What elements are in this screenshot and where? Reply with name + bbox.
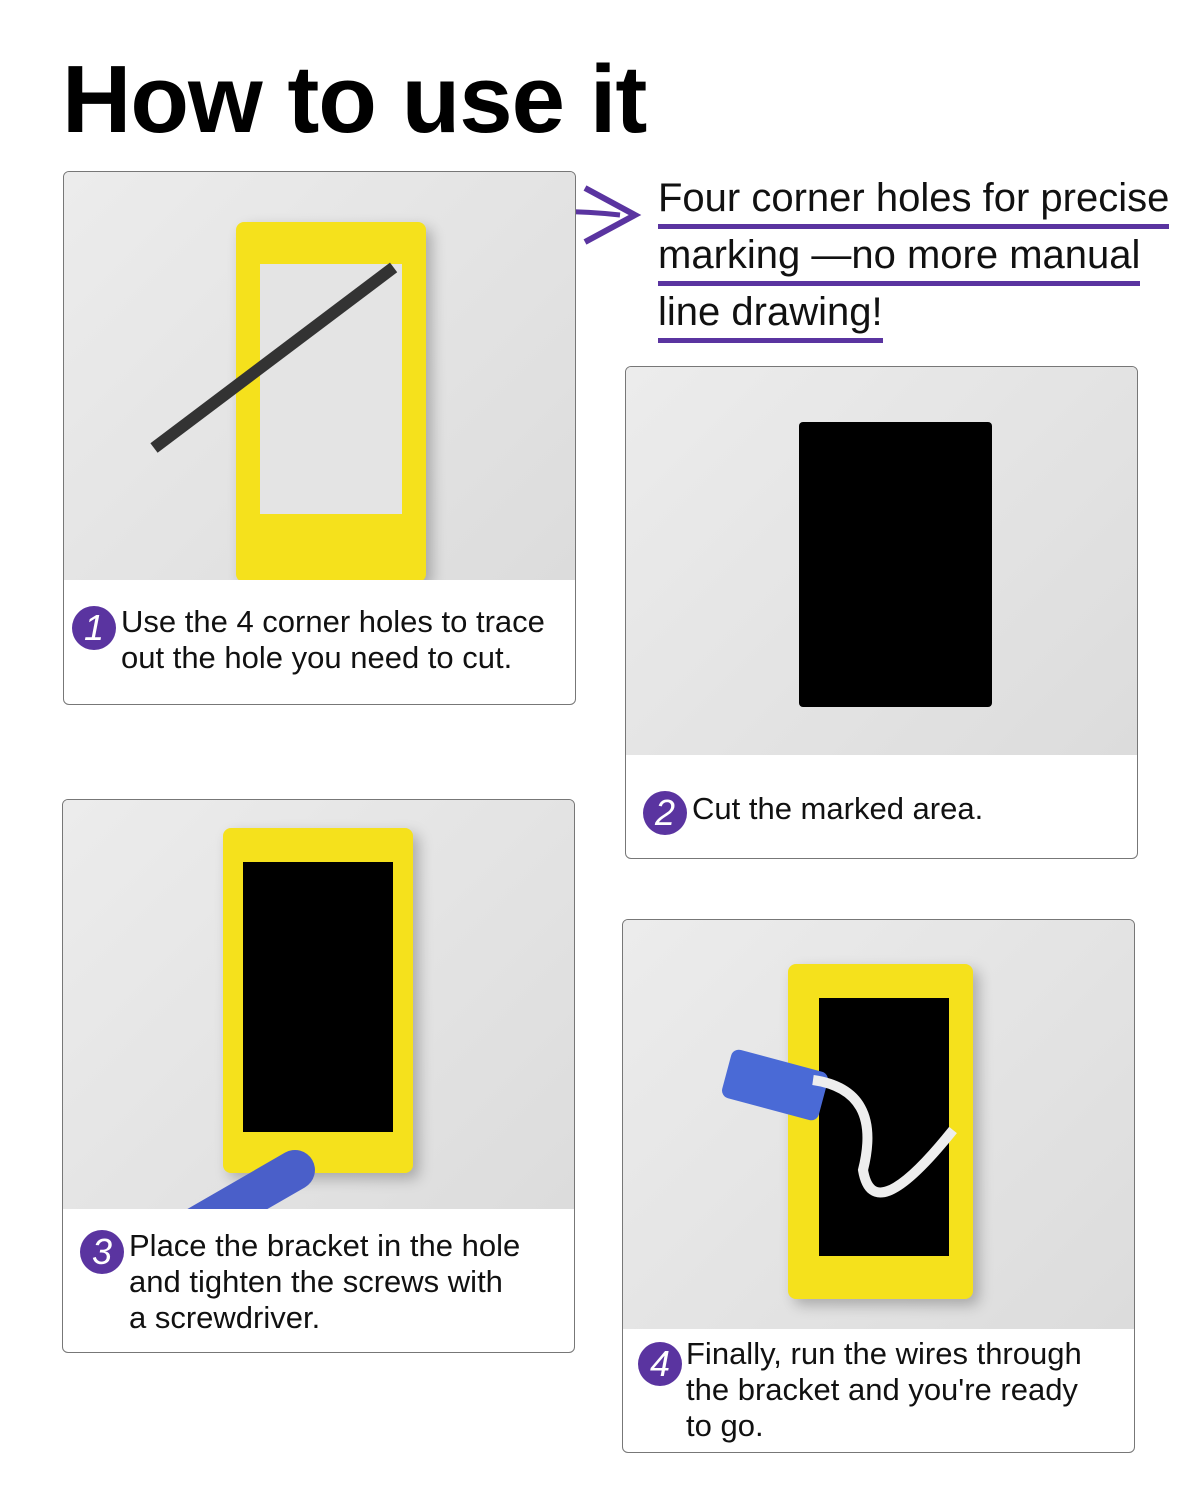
callout-text: Four corner holes for precise marking —n… bbox=[658, 172, 1170, 343]
step-text: and tighten the screws with bbox=[129, 1264, 503, 1299]
callout-line: line drawing! bbox=[658, 286, 883, 343]
step-text: a screwdriver. bbox=[129, 1300, 321, 1335]
cut-hole-image bbox=[799, 422, 992, 707]
callout-line: Four corner holes for precise bbox=[658, 172, 1170, 229]
step-text: Finally, run the wires through bbox=[686, 1336, 1082, 1371]
step-badge: 4 bbox=[638, 1342, 682, 1386]
step-text: to go. bbox=[686, 1408, 764, 1443]
step-1-photo bbox=[64, 172, 575, 580]
step-3-photo bbox=[63, 800, 574, 1209]
step-text: Use the 4 corner holes to trace bbox=[121, 604, 545, 639]
step-badge: 2 bbox=[643, 791, 687, 835]
step-badge: 3 bbox=[80, 1230, 124, 1274]
step-3-panel: 3 Place the bracket in the hole and tigh… bbox=[62, 799, 575, 1353]
step-badge: 1 bbox=[72, 606, 116, 650]
cable-image bbox=[812, 1075, 957, 1198]
step-4-photo bbox=[623, 920, 1134, 1329]
step-text: out the hole you need to cut. bbox=[121, 640, 513, 675]
step-1-panel: 1 Use the 4 corner holes to trace out th… bbox=[63, 171, 576, 705]
page-title: How to use it bbox=[62, 46, 647, 153]
step-text: the bracket and you're ready bbox=[686, 1372, 1078, 1407]
callout-line: marking —no more manual bbox=[658, 229, 1141, 286]
step-4-panel: 4 Finally, run the wires through the bra… bbox=[622, 919, 1135, 1453]
step-2-photo bbox=[626, 367, 1137, 755]
step-text: Cut the marked area. bbox=[692, 791, 984, 826]
step-2-panel: 2 Cut the marked area. bbox=[625, 366, 1138, 859]
step-text: Place the bracket in the hole bbox=[129, 1228, 521, 1263]
